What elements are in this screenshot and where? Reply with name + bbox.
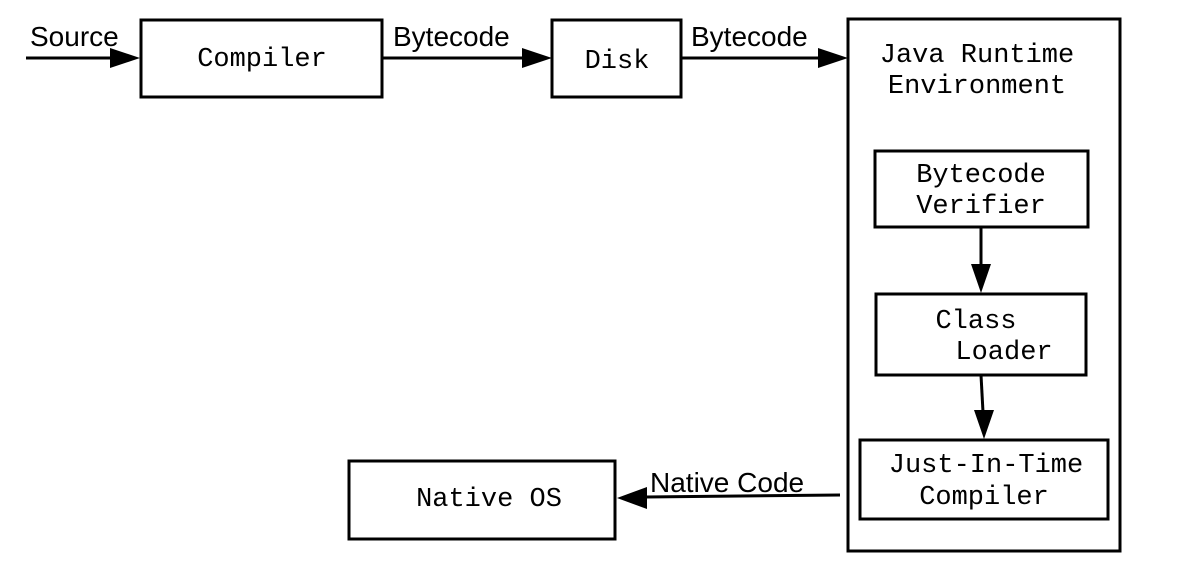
verifier-label-line2: Verifier [916, 192, 1046, 222]
compiler-node: Compiler [139, 18, 384, 99]
disk-node: Disk [550, 18, 683, 99]
jre-label-line1: Java Runtime [880, 41, 1074, 71]
disk-label: Disk [585, 47, 650, 77]
source-label: Source [30, 21, 119, 52]
jit-compiler-node: Just-In-Time Compiler [858, 438, 1110, 521]
native-os-node: Native OS [347, 459, 617, 541]
jre-label-line2: Environment [888, 72, 1066, 102]
verifier-label-line1: Bytecode [916, 161, 1046, 191]
loader-to-jit-arrow [974, 374, 994, 439]
jit-label-line2: Compiler [919, 483, 1049, 513]
verifier-to-loader-arrow [971, 227, 991, 293]
loader-label-line1: Class [935, 307, 1016, 337]
native-code-arrow [617, 487, 841, 509]
native-code-label: Native Code [650, 467, 804, 498]
jit-label-line1: Just-In-Time [889, 451, 1083, 481]
source-arrow [26, 48, 140, 68]
compiler-label: Compiler [197, 45, 327, 75]
loader-label-line2: Loader [955, 338, 1052, 368]
class-loader-node: Class Loader [874, 292, 1088, 377]
bytecode-label-to-disk: Bytecode [393, 21, 510, 52]
bytecode-verifier-node: Bytecode Verifier [873, 149, 1090, 229]
bytecode-arrow-to-jre [681, 48, 848, 68]
bytecode-arrow-to-disk [382, 48, 552, 68]
native-os-label: Native OS [416, 485, 562, 515]
bytecode-label-to-jre: Bytecode [691, 21, 808, 52]
